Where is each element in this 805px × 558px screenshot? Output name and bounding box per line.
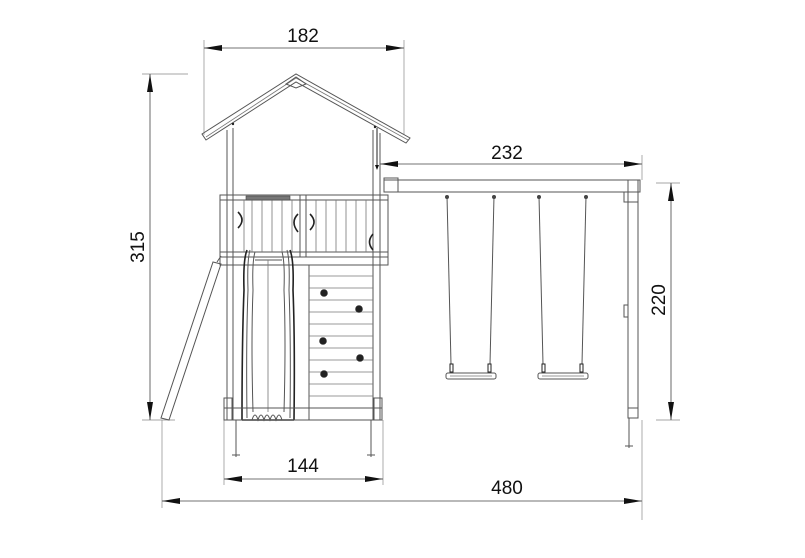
dimension-roof-width: 182	[203, 26, 405, 135]
tower-walls	[219, 194, 389, 266]
tower-base	[223, 397, 383, 457]
swing-height-label: 220	[649, 284, 670, 316]
swing-seat-1	[445, 195, 497, 380]
dimension-swing-height: 220	[649, 182, 680, 421]
climbing-holds	[319, 289, 364, 378]
roof	[201, 73, 411, 144]
tower-posts	[226, 128, 381, 420]
roof-width-label: 182	[287, 26, 319, 47]
dimension-swing-beam-length: 232	[380, 143, 643, 180]
swing-seat-2	[537, 195, 589, 380]
dimension-total-height: 315	[128, 73, 188, 421]
total-width-label: 480	[491, 478, 523, 499]
dimension-total-width: 480	[161, 420, 643, 520]
ladder	[160, 255, 222, 421]
swing-set	[383, 177, 641, 448]
dimension-tower-base-width: 144	[223, 420, 384, 485]
total-height-label: 315	[128, 231, 149, 263]
tower-base-width-label: 144	[287, 456, 319, 477]
swing-beam-length-label: 232	[491, 143, 523, 164]
climbing-wall	[308, 264, 374, 421]
slide	[241, 249, 296, 422]
